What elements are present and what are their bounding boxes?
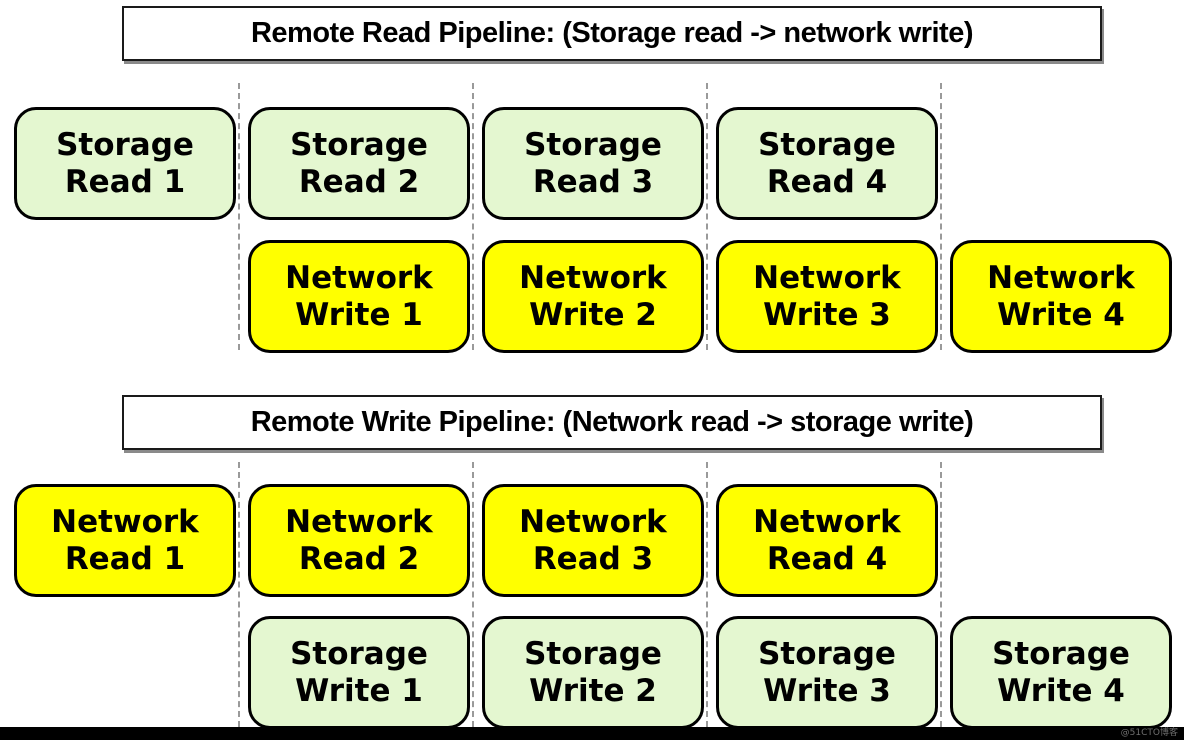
stage-label: Network — [285, 259, 433, 296]
stage-label: Network — [519, 259, 667, 296]
stage-label: Storage — [290, 126, 428, 163]
stage-label: Storage — [56, 126, 194, 163]
stage-label: Write 2 — [529, 296, 657, 333]
stage-label: Network — [285, 503, 433, 540]
remote-read-pipeline-title: Remote Read Pipeline: (Storage read -> n… — [122, 6, 1102, 61]
network-read-2-box: Network Read 2 — [248, 484, 470, 597]
stage-label: Storage — [524, 635, 662, 672]
stage-label: Read 1 — [64, 540, 186, 577]
stage-label: Read 3 — [532, 163, 654, 200]
network-write-3-box: Network Write 3 — [716, 240, 938, 353]
time-divider — [940, 83, 942, 350]
network-write-1-box: Network Write 1 — [248, 240, 470, 353]
storage-read-2-box: Storage Read 2 — [248, 107, 470, 220]
stage-label: Write 2 — [529, 672, 657, 709]
stage-label: Read 2 — [298, 540, 420, 577]
stage-label: Read 4 — [766, 163, 888, 200]
stage-label: Storage — [758, 126, 896, 163]
stage-label: Write 1 — [295, 672, 423, 709]
time-divider — [238, 83, 240, 350]
storage-write-1-box: Storage Write 1 — [248, 616, 470, 729]
time-divider — [472, 83, 474, 350]
time-divider — [940, 462, 942, 727]
storage-write-4-box: Storage Write 4 — [950, 616, 1172, 729]
stage-label: Network — [519, 503, 667, 540]
network-read-4-box: Network Read 4 — [716, 484, 938, 597]
stage-label: Read 3 — [532, 540, 654, 577]
stage-label: Storage — [290, 635, 428, 672]
stage-label: Network — [51, 503, 199, 540]
bottom-bar: @51CTO博客 — [0, 727, 1184, 740]
stage-label: Read 4 — [766, 540, 888, 577]
stage-label: Storage — [992, 635, 1130, 672]
stage-label: Read 1 — [64, 163, 186, 200]
storage-read-3-box: Storage Read 3 — [482, 107, 704, 220]
storage-write-2-box: Storage Write 2 — [482, 616, 704, 729]
time-divider — [238, 462, 240, 727]
stage-label: Storage — [758, 635, 896, 672]
stage-label: Write 4 — [997, 296, 1125, 333]
storage-read-1-box: Storage Read 1 — [14, 107, 236, 220]
stage-label: Write 4 — [997, 672, 1125, 709]
stage-label: Write 1 — [295, 296, 423, 333]
time-divider — [472, 462, 474, 727]
network-write-2-box: Network Write 2 — [482, 240, 704, 353]
storage-read-4-box: Storage Read 4 — [716, 107, 938, 220]
storage-write-3-box: Storage Write 3 — [716, 616, 938, 729]
time-divider — [706, 462, 708, 727]
stage-label: Write 3 — [763, 296, 891, 333]
network-write-4-box: Network Write 4 — [950, 240, 1172, 353]
stage-label: Network — [987, 259, 1135, 296]
stage-label: Read 2 — [298, 163, 420, 200]
stage-label: Network — [753, 259, 901, 296]
stage-label: Network — [753, 503, 901, 540]
remote-write-pipeline-title: Remote Write Pipeline: (Network read -> … — [122, 395, 1102, 450]
stage-label: Write 3 — [763, 672, 891, 709]
network-read-3-box: Network Read 3 — [482, 484, 704, 597]
watermark: @51CTO博客 — [1120, 728, 1178, 738]
network-read-1-box: Network Read 1 — [14, 484, 236, 597]
stage-label: Storage — [524, 126, 662, 163]
time-divider — [706, 83, 708, 350]
